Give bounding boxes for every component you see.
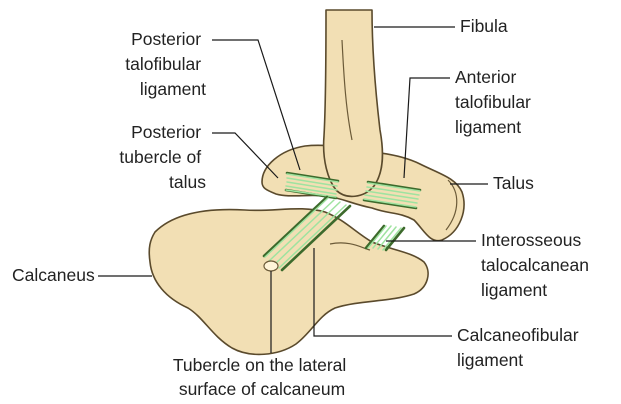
- talus-label: Talus: [493, 173, 534, 193]
- calcaneus-label: Calcaneus: [12, 265, 95, 285]
- calcaneofibular-label: Calcaneofibular ligament: [457, 325, 583, 370]
- fibula-bone: [324, 10, 383, 196]
- posterior-talofibular-leader: [212, 40, 300, 170]
- interosseous-label: Interosseous talocalcanean ligament: [481, 230, 594, 300]
- tubercle-lateral-label: Tubercle on the lateral surface of calca…: [173, 355, 351, 399]
- posterior-tubercle-label: Posterior tubercle of talus: [119, 122, 206, 192]
- fibula-label: Fibula: [460, 16, 508, 36]
- posterior-talofibular-label: Posterior talofibular ligament: [125, 29, 206, 99]
- anterior-talofibular-label: Anterior talofibular ligament: [455, 67, 536, 137]
- labels: Fibula Posterior talofibular ligament An…: [12, 16, 594, 399]
- calcaneal-lateral-tubercle: [264, 261, 278, 271]
